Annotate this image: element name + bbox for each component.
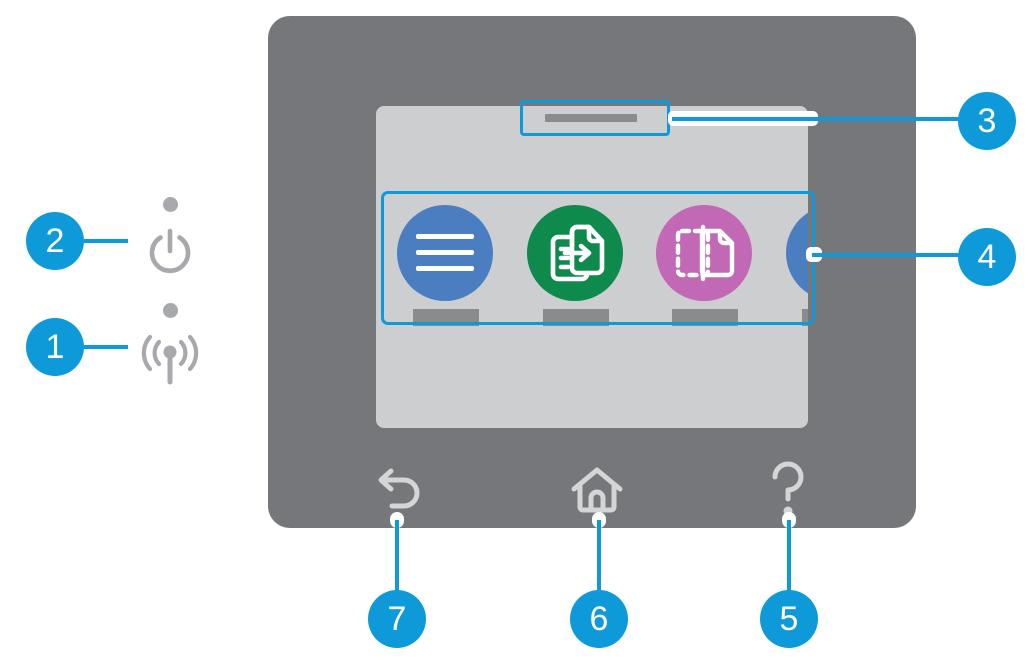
callout-number: 4: [977, 237, 997, 276]
power-button[interactable]: [144, 225, 196, 282]
callout-number: 7: [387, 599, 407, 638]
app-icon-scan-to[interactable]: [527, 205, 623, 301]
wireless-indicator: [135, 330, 205, 393]
app-label-placeholder: [802, 309, 808, 326]
callout-number: 2: [45, 221, 65, 260]
hamburger-menu-icon-line: [416, 266, 474, 271]
callout-badge-4[interactable]: 4: [958, 228, 1016, 286]
callout-number: 6: [589, 599, 609, 638]
callout-badge-7[interactable]: 7: [368, 590, 426, 648]
app-icon-copy[interactable]: [656, 205, 752, 301]
back-arrow-icon: [378, 468, 420, 509]
wireless-status-light: [163, 303, 178, 318]
app-label-placeholder: [672, 309, 738, 326]
screen-content-clip: [376, 106, 808, 428]
callout-badge-5[interactable]: 5: [760, 590, 818, 648]
back-button[interactable]: [370, 462, 428, 524]
power-status-light: [163, 197, 178, 212]
app-icon-fourth[interactable]: [786, 205, 808, 301]
wireless-icon: [141, 334, 199, 385]
copy-document-icon: [675, 224, 735, 282]
status-bar-highlight-box: [520, 100, 670, 136]
home-icon: [571, 467, 623, 513]
hamburger-menu-icon-line: [416, 250, 474, 255]
callout-badge-2[interactable]: 2: [26, 212, 84, 270]
leader-line-6: [597, 520, 601, 592]
home-button[interactable]: [568, 462, 626, 524]
app-label-placeholder: [413, 309, 479, 326]
callout-number: 5: [779, 599, 799, 638]
callout-badge-6[interactable]: 6: [570, 590, 628, 648]
app-label-placeholder: [543, 309, 609, 326]
leader-line-3: [672, 117, 960, 121]
callout-badge-3[interactable]: 3: [958, 92, 1016, 150]
document-arrow-icon: [550, 224, 605, 282]
callout-number: 3: [977, 101, 997, 140]
hamburger-menu-icon: [416, 234, 474, 239]
status-bar-placeholder: [545, 114, 637, 122]
callout-number: 1: [45, 327, 65, 366]
leader-line-2: [84, 239, 128, 243]
application-row-highlight-box: [381, 191, 815, 325]
app-icon-menu[interactable]: [397, 205, 493, 301]
leader-line-1: [84, 345, 128, 349]
callout-badge-1[interactable]: 1: [26, 318, 84, 376]
power-icon: [149, 228, 191, 274]
leader-line-5: [787, 520, 791, 592]
leader-line-4: [812, 253, 960, 257]
leader-line-7: [395, 520, 399, 592]
